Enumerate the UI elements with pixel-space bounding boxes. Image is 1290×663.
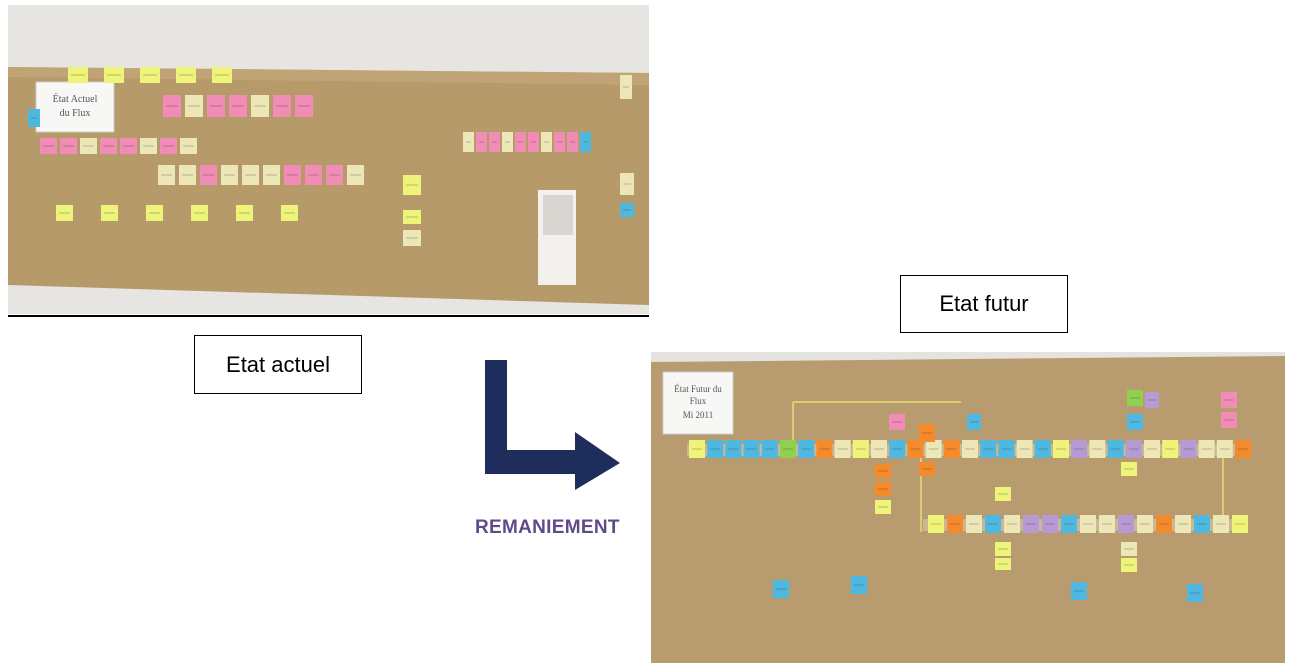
- current-state-label: Etat actuel: [194, 335, 362, 394]
- transition-arrow-icon: [485, 360, 620, 490]
- future-state-photo: État Futur du Flux Mi 2011: [651, 352, 1285, 663]
- current-photo-underline: [8, 315, 649, 317]
- future-state-label: Etat futur: [900, 275, 1068, 333]
- current-sign-line1: État Actuel: [53, 93, 98, 105]
- future-sign-line1: État Futur du: [674, 384, 722, 394]
- transition-caption: REMANIEMENT: [475, 517, 620, 538]
- future-sign-line3: Mi 2011: [683, 410, 713, 420]
- current-sign-line2: du Flux: [60, 108, 91, 119]
- future-sticky-notes: [689, 390, 1251, 602]
- current-sticky-notes: [28, 67, 634, 246]
- future-sign-line2: Flux: [690, 396, 707, 406]
- current-state-photo: État Actuel du Flux: [8, 5, 649, 314]
